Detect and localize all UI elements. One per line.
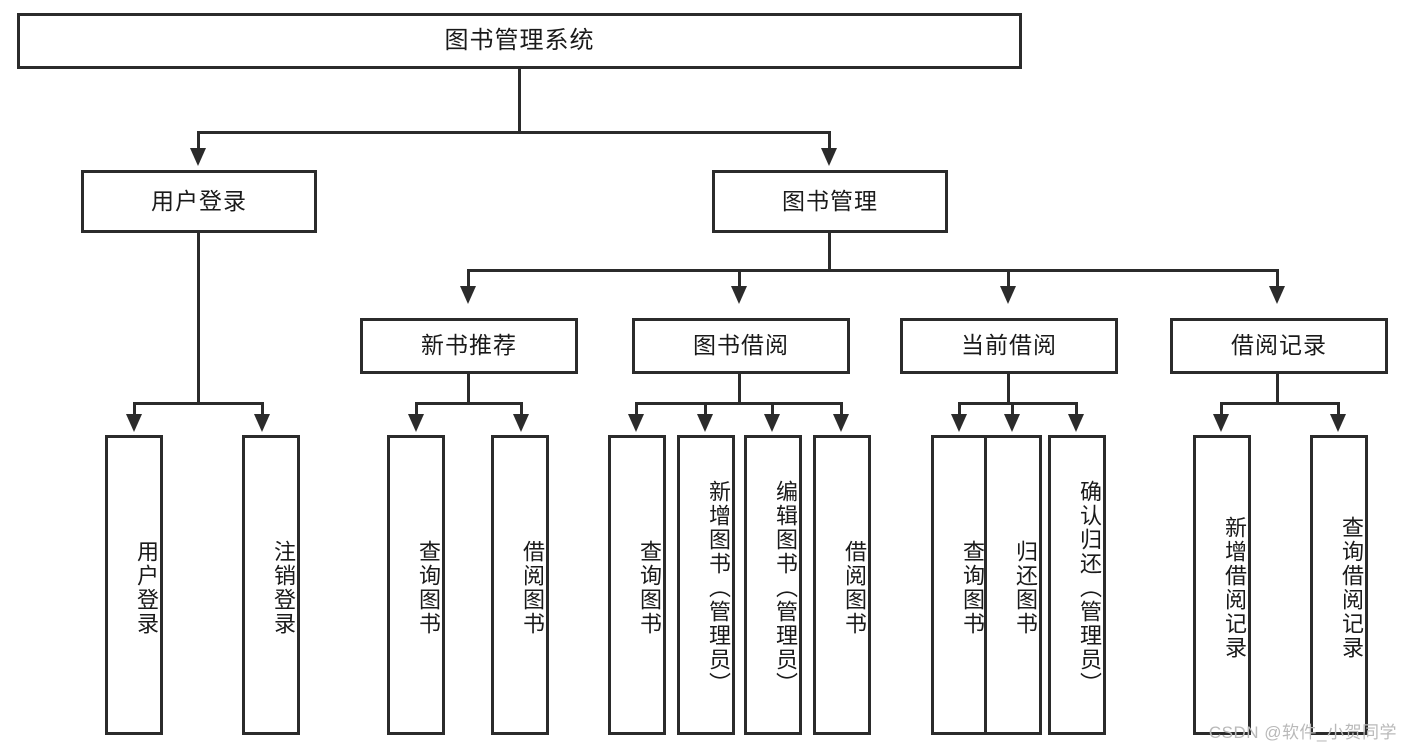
edge-root-to-book-management <box>828 131 831 153</box>
edge-book-borrow-to-leaf-1 <box>635 402 638 418</box>
node-borrow-record[interactable]: 借阅记录 <box>1170 318 1388 374</box>
node-label: 用户登录 <box>134 540 159 636</box>
edge-bm-to-borrow-record <box>1276 269 1279 291</box>
edge-user-login-to-leaf-2 <box>261 402 264 418</box>
arrow-bm-to-current-borrow-icon <box>1000 286 1016 304</box>
arrow-bm-to-new-book-icon <box>460 286 476 304</box>
node-label: 新增借阅记录 <box>1222 516 1247 660</box>
edge-current-borrow-to-leaf-3 <box>1075 402 1078 418</box>
edge-new-book-bus <box>415 402 523 405</box>
leaf-current-borrow-query-book[interactable]: 查询图书 <box>931 435 989 735</box>
arrow-root-to-user-login-icon <box>190 148 206 166</box>
node-label: 借阅图书 <box>842 540 867 636</box>
arrow-bm-to-book-borrow-icon <box>731 286 747 304</box>
leaf-book-borrow-edit-book-admin[interactable]: 编辑图书（管理员） <box>744 435 802 735</box>
arrow-current-borrow-to-leaf-1-icon <box>951 414 967 432</box>
edge-book-borrow-to-leaf-4 <box>840 402 843 418</box>
edge-borrow-record-bus <box>1220 402 1340 405</box>
edge-book-borrow-to-leaf-3 <box>771 402 774 418</box>
arrow-new-book-to-leaf-2-icon <box>513 414 529 432</box>
node-user-login[interactable]: 用户登录 <box>81 170 317 233</box>
node-label: 图书管理系统 <box>444 26 595 54</box>
edge-book-management-bus <box>467 269 1278 272</box>
edge-new-book-to-leaf-1 <box>415 402 418 418</box>
arrow-root-to-book-management-icon <box>821 148 837 166</box>
edge-bm-to-book-borrow <box>738 269 741 291</box>
leaf-book-borrow-borrow-book[interactable]: 借阅图书 <box>813 435 871 735</box>
leaf-current-borrow-return-book[interactable]: 归还图书 <box>984 435 1042 735</box>
leaf-book-borrow-add-book-admin[interactable]: 新增图书（管理员） <box>677 435 735 735</box>
edge-user-login-bus <box>133 402 264 405</box>
edge-borrow-record-to-leaf-2 <box>1337 402 1340 418</box>
edge-bm-to-new-book <box>467 269 470 291</box>
arrow-book-borrow-to-leaf-3-icon <box>764 414 780 432</box>
arrow-current-borrow-to-leaf-3-icon <box>1068 414 1084 432</box>
edge-user-login-stem <box>197 233 200 405</box>
leaf-book-borrow-query-book[interactable]: 查询图书 <box>608 435 666 735</box>
leaf-new-book-borrow-book[interactable]: 借阅图书 <box>491 435 549 735</box>
node-current-borrow[interactable]: 当前借阅 <box>900 318 1118 374</box>
leaf-user-login-login[interactable]: 用户登录 <box>105 435 163 735</box>
leaf-borrow-record-add-record[interactable]: 新增借阅记录 <box>1193 435 1251 735</box>
node-label: 查询借阅记录 <box>1339 516 1364 660</box>
edge-current-borrow-stem <box>1007 374 1010 405</box>
edge-current-borrow-bus <box>958 402 1078 405</box>
edge-root-to-user-login <box>197 131 200 153</box>
leaf-borrow-record-query-record[interactable]: 查询借阅记录 <box>1310 435 1368 735</box>
edge-bm-to-current-borrow <box>1007 269 1010 291</box>
edge-borrow-record-to-leaf-1 <box>1220 402 1223 418</box>
arrow-book-borrow-to-leaf-2-icon <box>697 414 713 432</box>
node-label: 查询图书 <box>637 540 662 636</box>
edge-root-stem <box>518 69 521 131</box>
arrow-user-login-to-leaf-2-icon <box>254 414 270 432</box>
node-label: 新书推荐 <box>421 332 517 359</box>
node-label: 用户登录 <box>151 187 247 214</box>
leaf-user-login-logout[interactable]: 注销登录 <box>242 435 300 735</box>
node-label: 图书管理 <box>782 187 878 214</box>
node-label: 查询图书 <box>416 540 441 636</box>
watermark: CSDN @软件_小贺同学 <box>1208 723 1397 742</box>
edge-book-management-stem <box>828 233 831 271</box>
edge-book-borrow-bus <box>635 402 843 405</box>
node-new-book-recommend[interactable]: 新书推荐 <box>360 318 578 374</box>
arrow-new-book-to-leaf-1-icon <box>408 414 424 432</box>
node-book-management[interactable]: 图书管理 <box>712 170 948 233</box>
edge-root-bus <box>197 131 831 134</box>
node-label: 当前借阅 <box>961 332 1057 359</box>
edge-current-borrow-to-leaf-2 <box>1011 402 1014 418</box>
arrow-book-borrow-to-leaf-1-icon <box>628 414 644 432</box>
edge-book-borrow-to-leaf-2 <box>704 402 707 418</box>
leaf-new-book-query-book[interactable]: 查询图书 <box>387 435 445 735</box>
arrow-current-borrow-to-leaf-2-icon <box>1004 414 1020 432</box>
node-book-borrow[interactable]: 图书借阅 <box>632 318 850 374</box>
node-label: 图书借阅 <box>693 332 789 359</box>
leaf-current-borrow-confirm-return-admin[interactable]: 确认归还（管理员） <box>1048 435 1106 735</box>
node-label: 编辑图书（管理员） <box>773 480 798 696</box>
node-label: 借阅图书 <box>520 540 545 636</box>
edge-user-login-to-leaf-1 <box>133 402 136 418</box>
arrow-book-borrow-to-leaf-4-icon <box>833 414 849 432</box>
node-root-book-management-system[interactable]: 图书管理系统 <box>17 13 1022 69</box>
arrow-borrow-record-to-leaf-2-icon <box>1330 414 1346 432</box>
edge-book-borrow-stem <box>738 374 741 405</box>
node-label: 归还图书 <box>1013 540 1038 636</box>
arrow-bm-to-borrow-record-icon <box>1269 286 1285 304</box>
edge-new-book-stem <box>467 374 470 405</box>
node-label: 新增图书（管理员） <box>706 480 731 696</box>
node-label: 注销登录 <box>271 540 296 636</box>
edge-borrow-record-stem <box>1276 374 1279 405</box>
edge-current-borrow-to-leaf-1 <box>958 402 961 418</box>
edge-new-book-to-leaf-2 <box>520 402 523 418</box>
node-label: 确认归还（管理员） <box>1077 480 1102 696</box>
arrow-borrow-record-to-leaf-1-icon <box>1213 414 1229 432</box>
node-label: 查询图书 <box>960 540 985 636</box>
node-label: 借阅记录 <box>1231 332 1327 359</box>
arrow-user-login-to-leaf-1-icon <box>126 414 142 432</box>
